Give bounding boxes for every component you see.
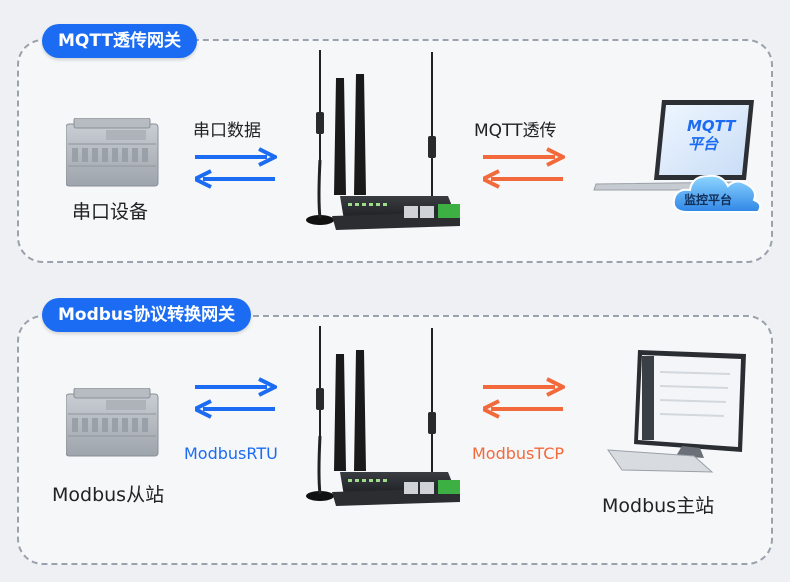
plc-device-icon (66, 388, 159, 457)
modbus-tcp-label: ModbusTCP (472, 444, 565, 463)
plc-device-icon (66, 118, 159, 187)
mqtt-screen-line-2: 平台 (688, 135, 719, 153)
desktop-computer-icon (606, 350, 746, 473)
section-title-modbus: Modbus协议转换网关 (42, 298, 252, 332)
monitor-platform-label: 监控平台 (684, 192, 732, 207)
serial-data-label: 串口数据 (193, 121, 261, 141)
bidirectional-arrows-icon (483, 147, 565, 189)
mqtt-screen-line-1: MQTT (687, 117, 737, 135)
modbus-master-label: Modbus主站 (602, 495, 715, 517)
bidirectional-arrows-icon (483, 377, 565, 419)
router-icon (304, 326, 462, 508)
mqtt-passthrough-label: MQTT透传 (474, 121, 557, 141)
bidirectional-arrows-icon (195, 147, 277, 189)
router-icon (304, 50, 462, 232)
modbus-slave-label: Modbus从站 (52, 484, 165, 506)
serial-device-label: 串口设备 (72, 201, 149, 223)
cloud-icon: 监控平台 (672, 174, 762, 213)
section-title-mqtt: MQTT透传网关 (42, 24, 197, 58)
modbus-rtu-label: ModbusRTU (184, 444, 278, 463)
bidirectional-arrows-icon (195, 377, 277, 419)
